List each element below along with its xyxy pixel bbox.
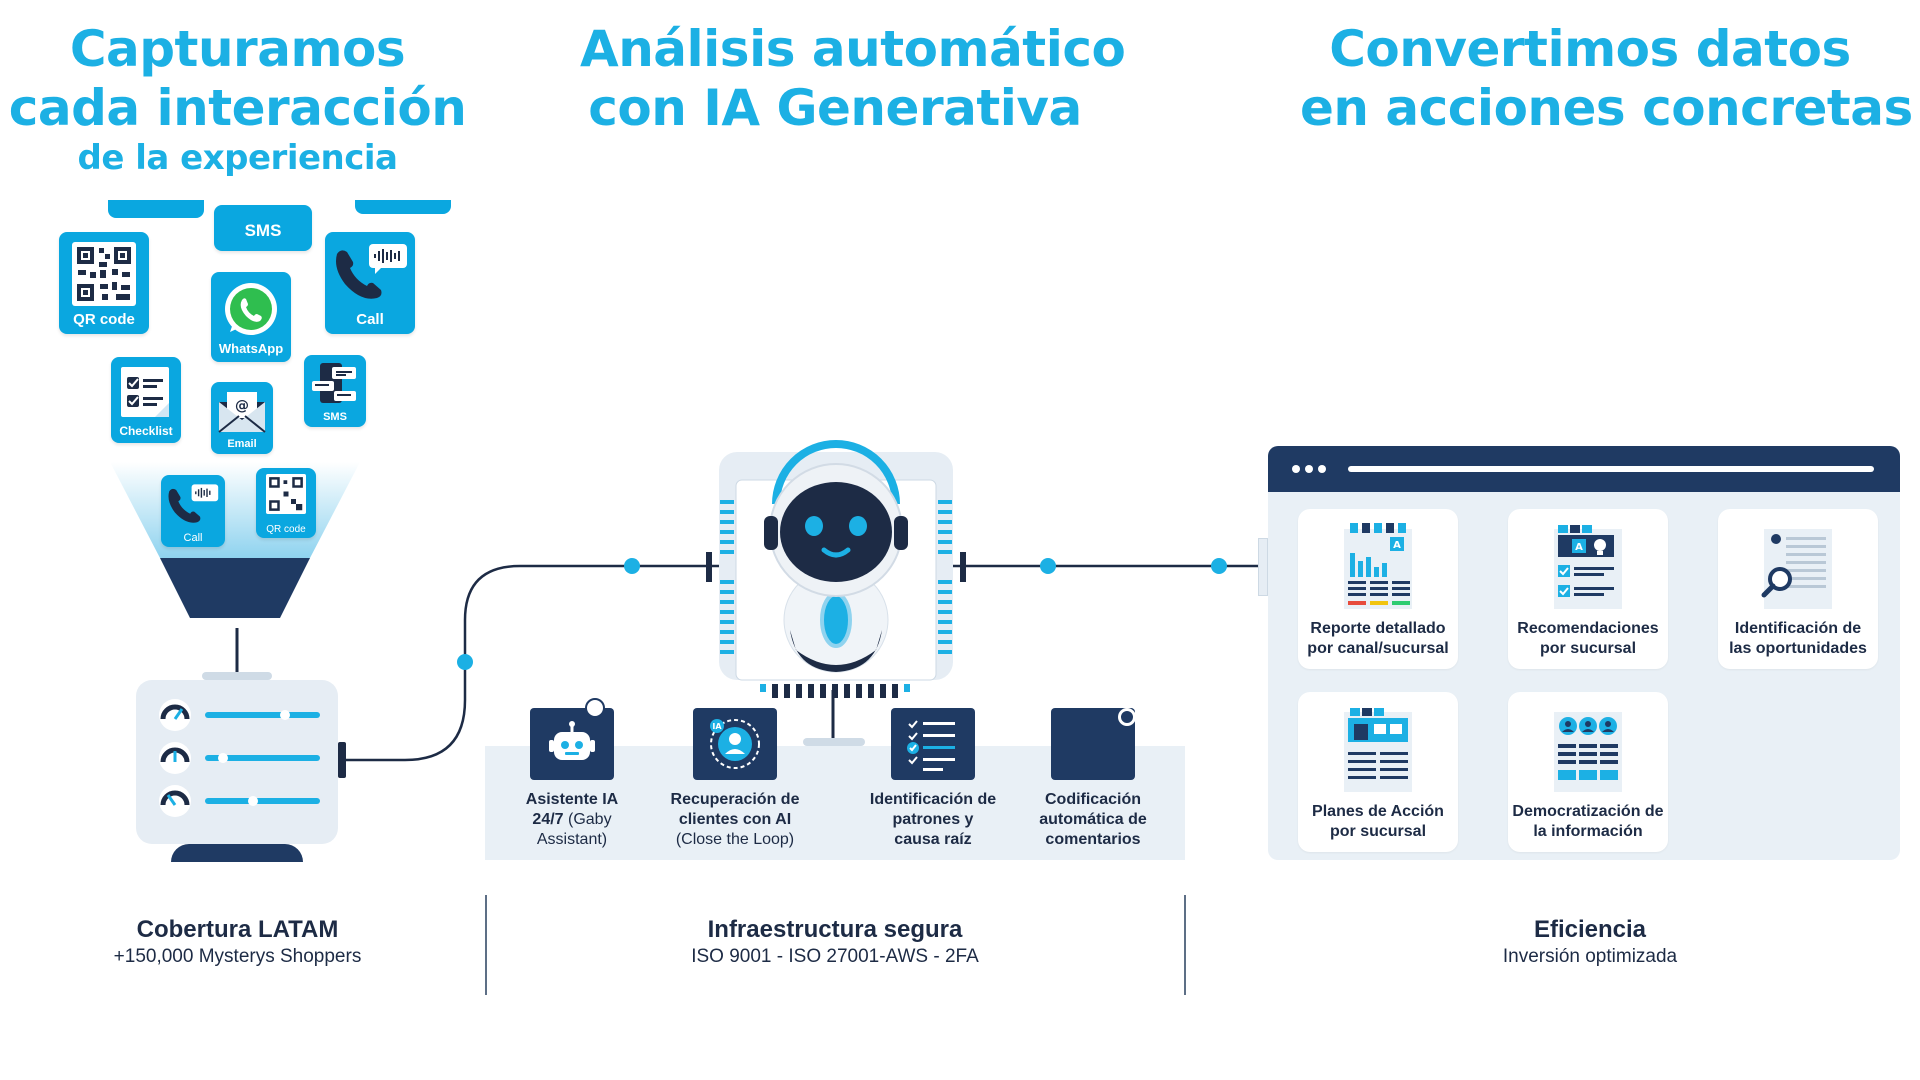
dashboard-titlebar [1268, 446, 1900, 492]
survey-device-connector [338, 742, 346, 778]
channel-qr-code: QR code [59, 232, 149, 334]
qr-code-icon [266, 474, 306, 514]
connector-dot [1211, 558, 1227, 574]
gauge-icon [159, 785, 191, 817]
gauge-icon [159, 699, 191, 731]
capture-title: Capturamos cada interacción de la experi… [0, 20, 475, 178]
customer-recovery-icon: IA [710, 719, 760, 769]
notification-badge [585, 698, 605, 718]
svg-text:A: A [1393, 540, 1401, 551]
window-dot [1318, 465, 1326, 473]
magnifier-document-icon [1761, 529, 1832, 609]
phone-call-icon [168, 484, 219, 523]
checklist-icon [907, 720, 955, 771]
robot-icon [764, 440, 908, 673]
survey-rating-bars [159, 699, 320, 817]
feature-bold: Recuperación de clientes con AI [670, 791, 800, 828]
window-dot [1305, 465, 1313, 473]
feature-rest: (Close the Loop) [675, 831, 795, 848]
action-plan-icon [1344, 708, 1412, 792]
channel-sms-small: SMS [304, 355, 366, 427]
window-dot [1292, 465, 1300, 473]
checklist-icon [121, 367, 169, 417]
gear-icon [1118, 708, 1136, 726]
footer-title: Cobertura LATAM [136, 916, 339, 943]
feature-tile [891, 708, 975, 780]
svg-text:IA: IA [712, 722, 722, 731]
capture-title-line1: Capturamos [69, 20, 406, 78]
connector-dot [1040, 558, 1056, 574]
channel-email: @ Email [211, 382, 273, 454]
gauge-icon [159, 742, 191, 774]
capture-title-sub: de la experiencia [77, 138, 399, 178]
connector-dot [624, 558, 640, 574]
funnel [110, 462, 360, 618]
feature-tile [530, 708, 614, 780]
actions-title-line2: en acciones concretas [1300, 79, 1913, 137]
address-bar [1348, 466, 1874, 472]
feature-bold: Identificación de patrones y causa raíz [869, 791, 997, 848]
dashboard-connector [1258, 538, 1268, 596]
feature-bold: Codificación automática de comentarios [1039, 791, 1147, 848]
sms-chat-icon [312, 363, 356, 403]
whatsapp-icon [225, 283, 277, 335]
email-icon: @ [218, 392, 266, 433]
channel-call: Call [325, 232, 415, 334]
capture-title-line2: cada interacción [8, 79, 467, 137]
svg-text:A: A [1575, 542, 1583, 553]
footer-divider [485, 895, 487, 995]
footer-subtitle: Inversión optimizada [1502, 946, 1678, 967]
report-chart-icon: A [1344, 523, 1412, 609]
qr-code-icon [72, 242, 136, 306]
channel-checklist: Checklist [111, 357, 181, 443]
funnel-channel-qr: QR code [256, 468, 316, 538]
feature-pattern-identification: Identificación de patrones y causa raíz [868, 708, 998, 850]
footer-title: Infraestructura segura [707, 916, 963, 943]
footer-infrastructure: Infraestructura segura ISO 9001 - ISO 27… [640, 915, 1030, 969]
analysis-title-line2: con IA Generativa [588, 79, 1082, 137]
footer-subtitle: ISO 9001 - ISO 27001-AWS - 2FA [691, 946, 979, 967]
channel-partial-tile [108, 200, 204, 218]
footer-title: Eficiencia [1533, 916, 1647, 943]
feature-close-the-loop: IA Recuperación de clientes con AI (Clos… [662, 708, 808, 850]
feature-tile: IA [693, 708, 777, 780]
channel-whatsapp: WhatsApp [211, 272, 291, 362]
channel-sms-top: SMS [214, 205, 312, 251]
feature-auto-coding: Codificación automática de comentarios [1033, 708, 1153, 850]
footer-latam: Cobertura LATAM +150,000 Mysterys Shoppe… [60, 915, 415, 969]
funnel-channel-call: Call [161, 475, 225, 547]
analysis-title: Análisis automático con IA Generativa [580, 20, 1126, 138]
actions-title: Convertimos datos en acciones concretas [1300, 20, 1913, 138]
actions-title-line1: Convertimos datos [1329, 20, 1851, 78]
feature-rest: (Gaby Assistant) [536, 811, 612, 848]
feature-ai-assistant: Asistente IA 24/7 (Gaby Assistant) [512, 708, 632, 850]
recommendations-icon: A [1554, 525, 1622, 609]
svg-text:@: @ [235, 398, 249, 414]
team-information-icon [1554, 712, 1622, 792]
footer-efficiency: Eficiencia Inversión optimizada [1410, 915, 1770, 969]
robot-assistant-icon [549, 721, 595, 760]
analysis-title-line1: Análisis automático [580, 20, 1126, 78]
survey-device-base [171, 844, 303, 862]
ai-chip-base [803, 738, 865, 746]
feature-bold: Asistente IA 24/7 [525, 791, 619, 828]
connector-dot [457, 654, 473, 670]
survey-device-cap [202, 672, 272, 680]
phone-call-icon [336, 244, 407, 299]
ai-chip [706, 440, 966, 698]
footer-subtitle: +150,000 Mysterys Shoppers [113, 946, 362, 967]
channel-partial-tile [355, 200, 451, 214]
footer-divider [1184, 895, 1186, 995]
